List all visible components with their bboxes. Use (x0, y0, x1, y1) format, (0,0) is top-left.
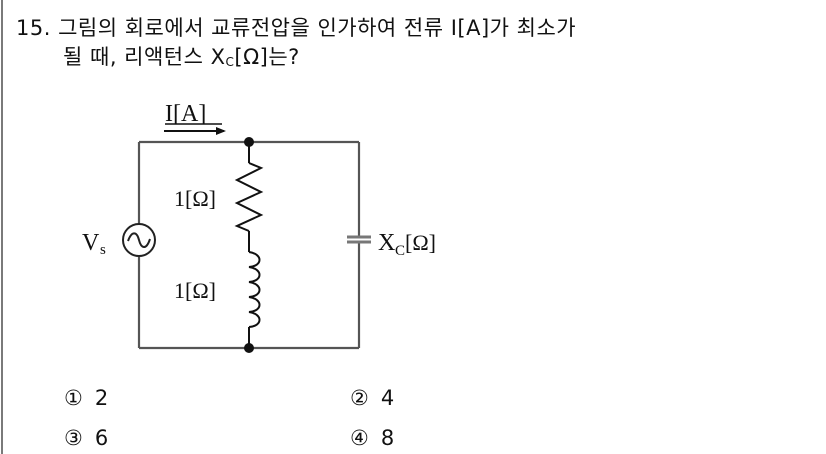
bottom-node-dot (244, 343, 254, 353)
question-subscript: C (225, 55, 235, 69)
top-node-dot (244, 137, 254, 147)
inductor-label: 1[Ω] (174, 278, 216, 303)
question-line-2-suffix: [Ω]는? (234, 45, 300, 69)
current-label: I[A] (165, 101, 206, 127)
choice-1-mark: ① (64, 386, 83, 410)
capacitor-label: X (378, 230, 395, 256)
question-line-2-prefix: 될 때, 리액턴스 X (63, 45, 226, 69)
question-number: 15. (16, 16, 51, 40)
capacitor-subscript: C (395, 243, 405, 259)
resistor-label: 1[Ω] (174, 186, 216, 211)
choice-4-mark: ④ (350, 426, 369, 450)
choice-3-value: 6 (94, 426, 109, 450)
resistor-icon (234, 162, 264, 232)
current-arrow-icon (164, 127, 226, 135)
choice-1-value: 2 (94, 386, 109, 410)
capacitor-icon (347, 235, 371, 244)
source-subscript: s (100, 242, 106, 258)
question-line-1-text: 그림의 회로에서 교류전압을 인가하여 전류 I[A]가 최소가 (58, 16, 577, 40)
choice-3-mark: ③ (64, 426, 83, 450)
question-line-1: 15. 그림의 회로에서 교류전압을 인가하여 전류 I[A]가 최소가 (16, 14, 576, 43)
choice-2-mark: ② (350, 386, 369, 410)
question-line-2: 될 때, 리액턴스 XC[Ω]는? (16, 43, 576, 77)
question-text: 15. 그림의 회로에서 교류전압을 인가하여 전류 I[A]가 최소가 될 때… (16, 14, 576, 77)
inductor-icon (248, 251, 261, 328)
middle-branch (234, 142, 264, 348)
choice-2-value: 4 (380, 386, 395, 410)
page-left-border (1, 0, 3, 454)
capacitor-unit: [Ω] (405, 230, 436, 255)
ac-source-icon (122, 223, 156, 257)
source-label: V (82, 230, 100, 256)
choice-4-value: 8 (380, 426, 395, 450)
